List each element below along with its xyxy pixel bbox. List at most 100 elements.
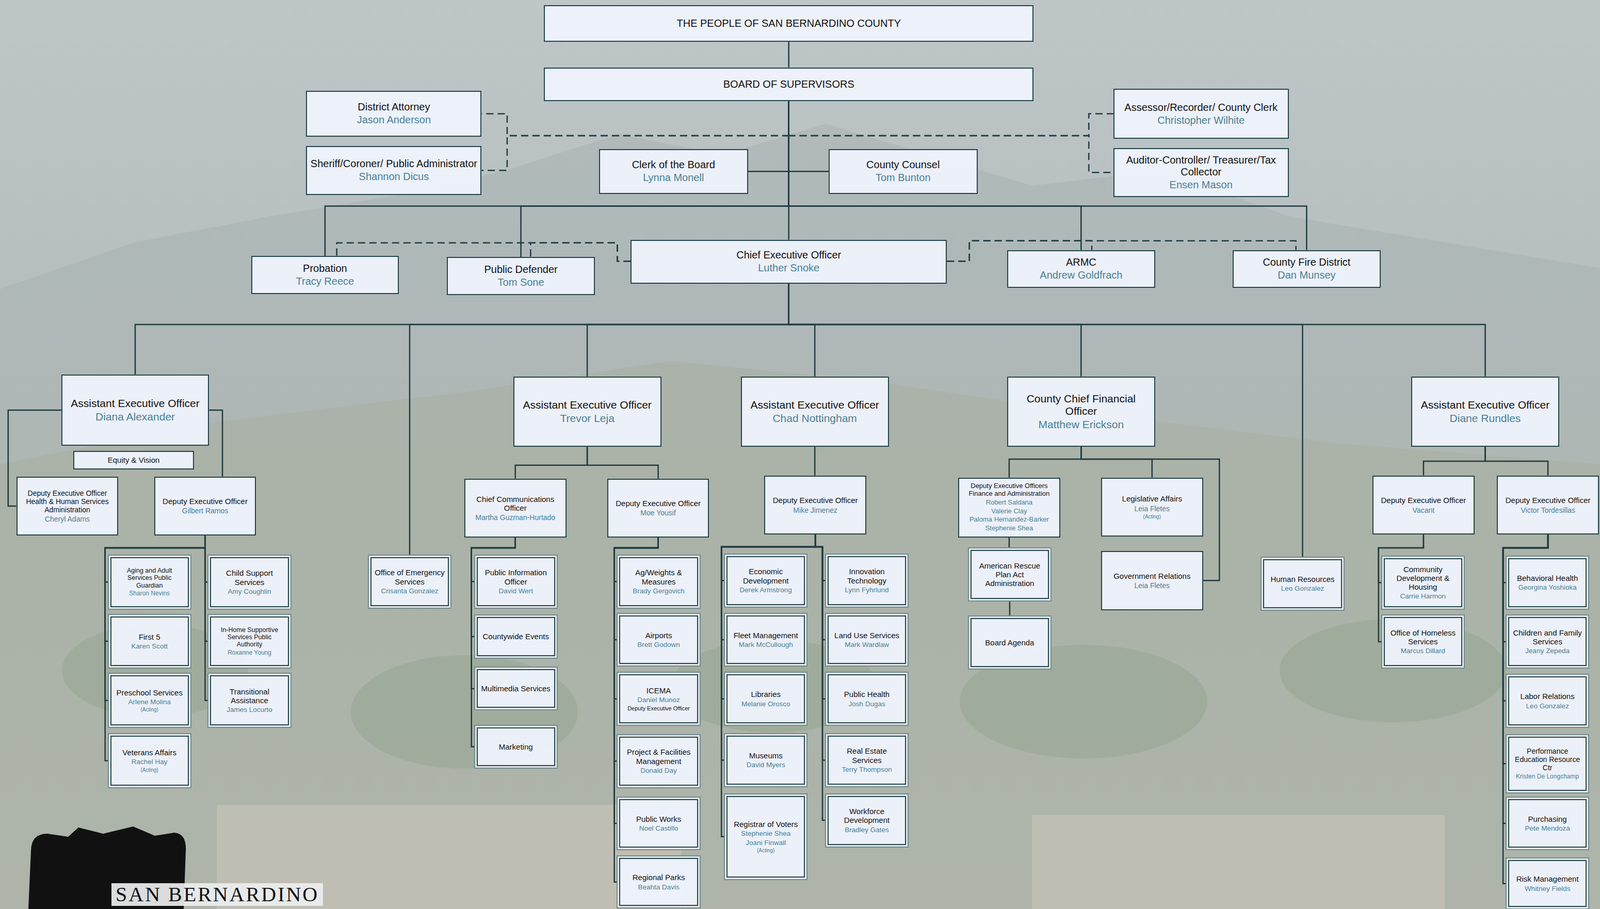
org-box: Assessor/Recorder/ County ClerkChristoph… — [1113, 88, 1289, 139]
box-title: Assistant Executive Officer — [1420, 398, 1550, 412]
org-box: Preschool ServicesArlene Molina(Acting) — [110, 675, 189, 726]
box-title: Museums — [749, 751, 783, 761]
person-name: Moe Yousif — [640, 508, 676, 517]
person-name: Andrew Goldfrach — [1039, 269, 1123, 282]
box-title: County Chief Financial Officer — [1011, 392, 1152, 418]
box-title: In-Home Supportive Services Public Autho… — [214, 626, 285, 649]
person-name: Matthew Erickson — [1038, 418, 1124, 431]
connector — [1008, 537, 1011, 551]
box-title: Board Agenda — [984, 638, 1034, 648]
box-title: Behavioral Health — [1516, 573, 1578, 583]
person-name: David Myers — [746, 761, 786, 770]
person-name: Noel Castillo — [639, 824, 679, 833]
person-name: Beahta Davis — [637, 883, 680, 892]
person-name: Daniel Munoz — [637, 696, 681, 705]
person-name: (Acting) — [1143, 513, 1161, 521]
org-box: Office of Homeless ServicesMarcus Dillar… — [1383, 617, 1463, 667]
box-title: Ag/Weights & Measures — [623, 568, 694, 587]
org-box: Economic DevelopmentDerek Armstrong — [726, 556, 805, 606]
mountain — [0, 123, 1600, 909]
box-title: Child Support Services — [214, 568, 285, 587]
org-box: Chief Communications OfficerMartha Guzma… — [464, 478, 567, 539]
box-title: Transitional Assistance — [214, 687, 285, 706]
person-name: Leo Gonzalez — [1525, 702, 1569, 711]
org-box: Deputy Executive Officer Health & Human … — [16, 476, 119, 537]
logo-text: SAN BERNARDINO — [111, 883, 323, 907]
connector — [521, 101, 789, 258]
person-name: Mark McCullough — [738, 640, 794, 650]
org-box: Public WorksNoel Castillo — [619, 799, 698, 849]
org-box: Labor RelationsLeo Gonzalez — [1508, 676, 1587, 726]
box-title: Marketing — [498, 742, 533, 752]
org-box: Fleet ManagementMark McCullough — [726, 615, 805, 665]
person-name: (Acting) — [756, 847, 775, 854]
org-box: Clerk of the BoardLynna Monell — [599, 149, 749, 195]
connector — [814, 446, 816, 476]
person-name: Arlene Molina — [127, 698, 171, 707]
org-box: In-Home Supportive Services Public Autho… — [209, 616, 289, 667]
connector — [748, 101, 789, 172]
org-box: American Rescue Plan Act Administration — [970, 550, 1049, 600]
person-name: Lynna Monell — [642, 171, 704, 184]
org-box: Deputy Executive OfficerGilbert Ramos — [154, 476, 257, 537]
box-title: ICEMA — [646, 686, 672, 696]
connector — [788, 101, 1307, 251]
connector — [409, 283, 789, 558]
box-title: Assessor/Recorder/ County Clerk — [1124, 101, 1278, 114]
connector — [815, 534, 828, 699]
person-name: Diane Rundles — [1449, 412, 1522, 425]
org-box: Behavioral HealthGeorgina Yoshioka — [1508, 558, 1587, 608]
box-title: Deputy Executive Officer — [615, 498, 701, 508]
org-box: Board Agenda — [970, 618, 1049, 668]
org-box: Public HealthJosh Dugas — [827, 674, 907, 724]
org-box: Public Information OfficerDavid Wert — [476, 557, 556, 607]
box-title: Countywide Events — [482, 632, 549, 641]
dashed-connector — [481, 101, 789, 136]
dashed-connector — [788, 101, 1114, 136]
box-title: Chief Communications Officer — [468, 494, 563, 513]
box-title: Land Use Services — [834, 631, 900, 640]
person-name: Vacant — [1412, 506, 1435, 515]
org-box: County CounselTom Bunton — [828, 149, 978, 195]
org-box: Government RelationsLeia Fletes — [1101, 551, 1204, 611]
box-title: American Rescue Plan Act Administration — [974, 561, 1045, 589]
box-title: ARMC — [1065, 256, 1097, 269]
connector — [205, 535, 211, 701]
person-name: Mike Jimenez — [793, 506, 838, 515]
person-name: Brett Godown — [637, 640, 681, 650]
org-box: Community Development & HousingCarrie Ha… — [1383, 558, 1463, 608]
person-name: Sharon Nevins — [128, 590, 170, 598]
person-name: Marcus Dillard — [1400, 647, 1446, 656]
person-name: Tom Sone — [497, 276, 545, 289]
connector — [787, 41, 790, 68]
person-name: Robert Saldana — [986, 498, 1033, 507]
org-box: County Fire DistrictDan Munsey — [1232, 250, 1381, 288]
person-name: Lynn Fyhrlund — [845, 586, 890, 595]
box-title: Children and Family Services — [1512, 628, 1583, 647]
person-name: David Wert — [498, 587, 533, 596]
person-name: Brady Gergovich — [632, 587, 685, 596]
person-name: Terry Thompson — [841, 765, 892, 774]
connector — [788, 283, 1082, 377]
box-title: Deputy Executive Officers Finance and Ad… — [962, 482, 1057, 498]
box-title: Public Defender — [483, 263, 558, 276]
org-box: AirportsBrett Godown — [619, 615, 698, 665]
hillside — [0, 361, 1600, 909]
org-box: Risk ManagementWhitney Fields — [1508, 860, 1587, 908]
person-name: Victor Tordesillas — [1520, 506, 1575, 515]
org-box: Deputy Executive OfficerVictor Tordesill… — [1496, 475, 1599, 536]
box-title: Risk Management — [1516, 874, 1579, 884]
person-name: Leo Gonzalez — [1281, 584, 1324, 593]
box-title: THE PEOPLE OF SAN BERNARDINO COUNTY — [676, 17, 901, 30]
person-name: James Locurto — [226, 705, 273, 715]
org-box: Regional ParksBeahta Davis — [619, 858, 698, 907]
person-name: Amy Coughlin — [228, 587, 272, 596]
box-title: Human Resources — [1270, 574, 1335, 584]
org-box: ProbationTracy Reece — [251, 255, 400, 294]
connector — [587, 446, 659, 479]
person-name: Diana Alexander — [95, 410, 175, 424]
connector — [788, 283, 816, 377]
org-box: Auditor-Controller/ Treasurer/Tax Collec… — [1113, 148, 1289, 198]
